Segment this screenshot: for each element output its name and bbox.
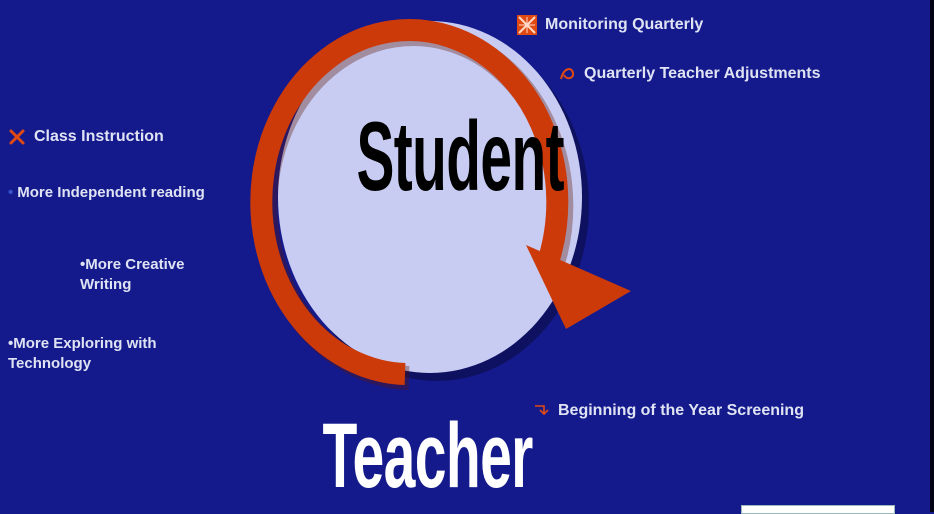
arrow-icon [535, 404, 549, 415]
center-circle [278, 21, 582, 373]
cross-icon [9, 129, 25, 145]
cycle-arrow-head [526, 245, 631, 329]
independent-reading-item: •More Independent reading [8, 183, 223, 203]
screening-item: Beginning of the Year Screening [522, 401, 822, 421]
class-instruction-label: Class Instruction [34, 128, 164, 145]
adjustments-item: Quarterly Teacher Adjustments [558, 64, 930, 84]
student-word: Student [356, 101, 564, 211]
swirl-icon [560, 67, 575, 80]
class-instruction-item: Class Instruction [8, 127, 164, 147]
slide-right-border [930, 0, 934, 512]
adjustments-label: Quarterly Teacher Adjustments [584, 65, 821, 82]
logo-strip [741, 505, 895, 514]
checkered-square-icon [517, 15, 537, 35]
independent-reading-label: More Independent reading [17, 184, 205, 201]
screening-label: Beginning of the Year Screening [558, 402, 804, 419]
creative-writing-item: •More Creative Writing [80, 256, 185, 293]
teacher-word: Teacher [322, 405, 534, 507]
exploring-tech-item: •More Exploring with Technology [8, 335, 157, 372]
bullet-marker: • [8, 184, 14, 201]
monitoring-item: Monitoring Quarterly [517, 15, 703, 35]
cycle-arrow-ring [250, 19, 569, 385]
monitoring-label: Monitoring Quarterly [545, 16, 704, 34]
